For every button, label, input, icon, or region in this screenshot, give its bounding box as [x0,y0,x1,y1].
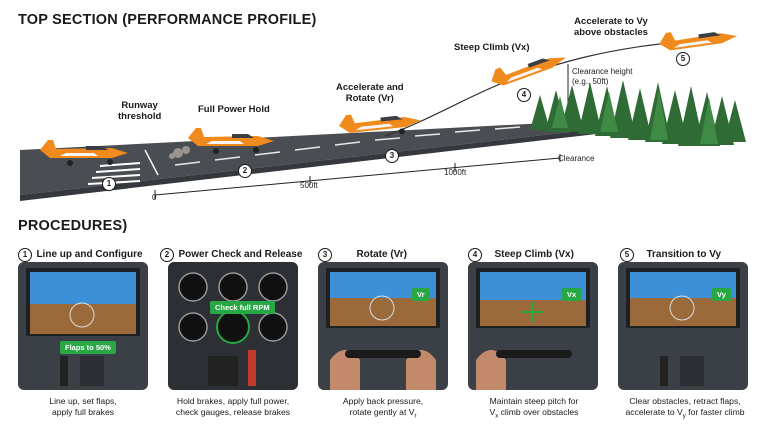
step-4-caption-v: V [489,406,496,417]
step-1-number: 1 [18,248,32,262]
runway [20,120,605,195]
accelerate-vy-line-1: Accelerate to Vy [574,16,648,27]
step-4-title: Steep Climb (Vx) [494,249,574,260]
flaps-badge: Flaps to 50% [60,341,116,354]
airplane-5 [659,32,738,51]
step-5-caption-subscript: y [682,413,686,420]
step-4-caption-line-1: Maintain steep pitch for [489,396,579,406]
step-1-caption-line-2: apply full brakes [51,406,115,417]
vy-badge: Vy [712,288,731,301]
marker-5: 5 [676,52,690,66]
vx-badge: Vx [562,288,582,301]
accelerate-vy-line-2: above obstacles [574,27,648,38]
step-5-caption-line-1: Clear obstacles, retract flaps, [629,396,741,406]
step-5-caption-v: accelerate to V [625,406,683,417]
airplane-3 [339,114,421,135]
forest-highlights [552,90,718,144]
top-section-title: TOP SECTION (PERFORMANCE PROFILE) [18,12,317,28]
centerline [174,126,521,166]
check-rpm-badge: Check full RPM [210,301,275,314]
steep-climb-label: Steep Climb (Vx) [454,42,530,53]
step-1-caption: Line up, set flaps, apply full brakes [18,396,148,417]
step-5-number: 5 [620,248,634,262]
step-2-number: 2 [160,248,174,262]
step-3-caption-line-1: Apply back pressure, [342,396,424,406]
step-5-header: 5 Transition to Vy [620,244,721,262]
step-1-title: Line up and Configure [36,249,143,260]
panel-art [18,262,748,390]
runway-edge [20,128,605,201]
distance-500-label: 500ft [300,181,318,190]
step-2-caption: Hold brakes, apply full power, check gau… [160,396,306,417]
dust-cloud [169,146,190,159]
step-5-caption: Clear obstacles, retract flaps, accelera… [612,396,758,422]
accelerate-rotate-line-2: Rotate (Vr) [345,93,394,104]
runway-threshold-line-1: Runway [121,100,158,111]
accelerate-rotate-line-1: Accelerate and [336,82,404,93]
step-4-caption: Maintain steep pitch for Vx climb over o… [466,396,602,422]
step-4-caption-subscript: x [495,413,499,420]
step-4-number: 4 [468,248,482,262]
distance-0-label: 0 [152,193,157,202]
step-3-caption: Apply back pressure, rotate gently at Vr [318,396,448,422]
step-2-header: 2 Power Check and Release [160,244,302,262]
step-3-number: 3 [318,248,332,262]
step-3-caption-subscript: r [414,413,417,420]
vr-badge: Vr [412,288,430,301]
distance-scale [154,154,561,199]
step-2-caption-line-2: check gauges, release brakes [175,406,291,417]
step-2-caption-line-1: Hold brakes, apply full power, [176,396,290,406]
step-2-title: Power Check and Release [178,249,303,260]
step-1-caption-line-1: Line up, set flaps, [49,396,117,406]
step-4-caption-line-2: climb over obstacles [498,406,579,417]
step-3-header: 3 Rotate (Vr) [318,244,407,262]
clearance-label: Clearance [558,154,595,163]
procedures-title: PROCEDURES) [18,218,128,234]
marker-1: 1 [102,177,116,191]
step-5-caption-line-2: for faster climb [685,406,745,417]
marker-4: 4 [517,88,531,102]
marker-3: 3 [385,149,399,163]
step-5-title: Transition to Vy [646,249,722,260]
clearance-height-line-1: Clearance height [572,67,633,76]
accelerate-vy-label: Accelerate to Vy above obstacles [574,16,648,38]
distance-1000-label: 1000ft [444,168,467,177]
runway-threshold-label: Runway threshold [118,100,161,122]
accelerate-rotate-label: Accelerate and Rotate (Vr) [336,82,404,104]
step-1-header: 1 Line up and Configure [18,244,143,262]
airplane-4 [491,57,566,86]
marker-2: 2 [238,164,252,178]
step-3-title: Rotate (Vr) [356,249,408,260]
step-4-header: 4 Steep Climb (Vx) [468,244,574,262]
full-power-hold-label: Full Power Hold [198,104,270,115]
airplane-2 [188,128,274,154]
runway-threshold-line-2: threshold [118,111,162,122]
clearance-height-line-2: (e.g., 50ft) [572,77,609,86]
airplane-1 [40,140,128,166]
clearance-height-label: Clearance height (e.g., 50ft) [572,67,632,87]
step-3-caption-line-2: rotate gently at V [349,406,415,417]
